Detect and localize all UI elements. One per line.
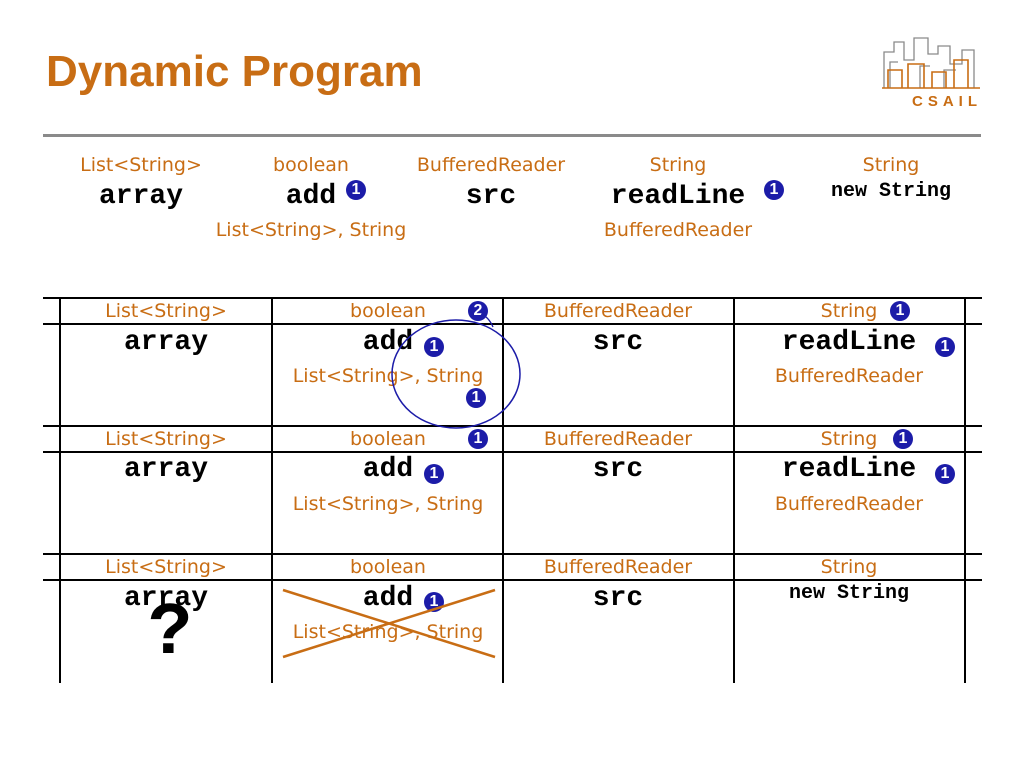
r2-add-type-badge: 1 <box>468 429 488 449</box>
top-add-name: add <box>285 181 337 212</box>
row2-header-border <box>43 451 982 453</box>
top-array-type: List<String> <box>80 154 202 176</box>
row1-top-border <box>43 297 982 299</box>
r3-newstring-name: new String <box>788 582 910 605</box>
col-divider-3 <box>733 297 735 683</box>
r3-src-type: BufferedReader <box>543 556 693 578</box>
r1-add-type-badge: 2 <box>468 301 488 321</box>
r1-add-args: List<String>, String <box>292 365 484 387</box>
top-add-badge: 1 <box>346 180 366 200</box>
top-readline-badge: 1 <box>764 180 784 200</box>
r3-newstring-type: String <box>820 556 878 578</box>
circle-pointer <box>480 313 494 328</box>
csail-logo-text: CSAIL <box>912 93 982 110</box>
r3-array-type: List<String> <box>105 556 227 578</box>
top-newstring-name: new String <box>830 180 952 203</box>
r2-src-name: src <box>592 454 644 485</box>
top-readline-name: readLine <box>610 181 746 212</box>
r1-readline-type-badge: 1 <box>890 301 910 321</box>
r1-readline-type: String <box>820 300 878 322</box>
row2-top-border <box>43 425 982 427</box>
r2-src-type: BufferedReader <box>543 428 693 450</box>
top-array-name: array <box>98 181 184 212</box>
col-divider-4 <box>964 297 966 683</box>
r1-add-type: boolean <box>350 300 426 322</box>
row3-top-border <box>43 553 982 555</box>
top-readline-args: BufferedReader <box>603 219 753 241</box>
highlight-circle <box>391 319 521 429</box>
r1-array-name: array <box>123 327 209 358</box>
r1-src-type: BufferedReader <box>543 300 693 322</box>
r2-readline-args: BufferedReader <box>774 493 924 515</box>
r1-array-type: List<String> <box>105 300 227 322</box>
question-mark: ? <box>148 592 193 676</box>
r1-readline-name: readLine <box>781 327 917 358</box>
skyline-logo-icon <box>882 37 980 89</box>
r2-add-name-badge: 1 <box>424 464 444 484</box>
r3-src-name: src <box>592 583 644 614</box>
col-divider-1 <box>271 297 273 683</box>
top-add-args: List<String>, String <box>215 219 407 241</box>
top-src-type: BufferedReader <box>416 154 566 176</box>
top-src-name: src <box>465 181 517 212</box>
r2-array-name: array <box>123 454 209 485</box>
col-divider-0 <box>59 297 61 683</box>
r1-readline-name-badge: 1 <box>935 337 955 357</box>
r3-array-name: array <box>123 583 209 614</box>
r1-readline-args: BufferedReader <box>774 365 924 387</box>
top-add-type: boolean <box>273 154 349 176</box>
top-newstring-type: String <box>862 154 920 176</box>
r2-readline-type-badge: 1 <box>893 429 913 449</box>
r2-readline-name-badge: 1 <box>935 464 955 484</box>
slide-title: Dynamic Program <box>46 47 423 96</box>
r2-array-type: List<String> <box>105 428 227 450</box>
row1-header-border <box>43 323 982 325</box>
title-divider <box>43 134 981 137</box>
r3-add-type: boolean <box>350 556 426 578</box>
col-divider-2 <box>502 297 504 683</box>
row3-header-border <box>43 579 982 581</box>
top-readline-type: String <box>649 154 707 176</box>
r3-add-args: List<String>, String <box>292 621 484 643</box>
r1-add-name-badge: 1 <box>424 337 444 357</box>
r2-readline-name: readLine <box>781 454 917 485</box>
r3-add-name: add <box>362 583 414 614</box>
r1-add-extra-badge: 1 <box>466 388 486 408</box>
r2-add-name: add <box>362 454 414 485</box>
r2-readline-type: String <box>820 428 878 450</box>
r2-add-args: List<String>, String <box>292 493 484 515</box>
r2-add-type: boolean <box>350 428 426 450</box>
r1-src-name: src <box>592 327 644 358</box>
cross-out-line-2 <box>282 588 496 659</box>
